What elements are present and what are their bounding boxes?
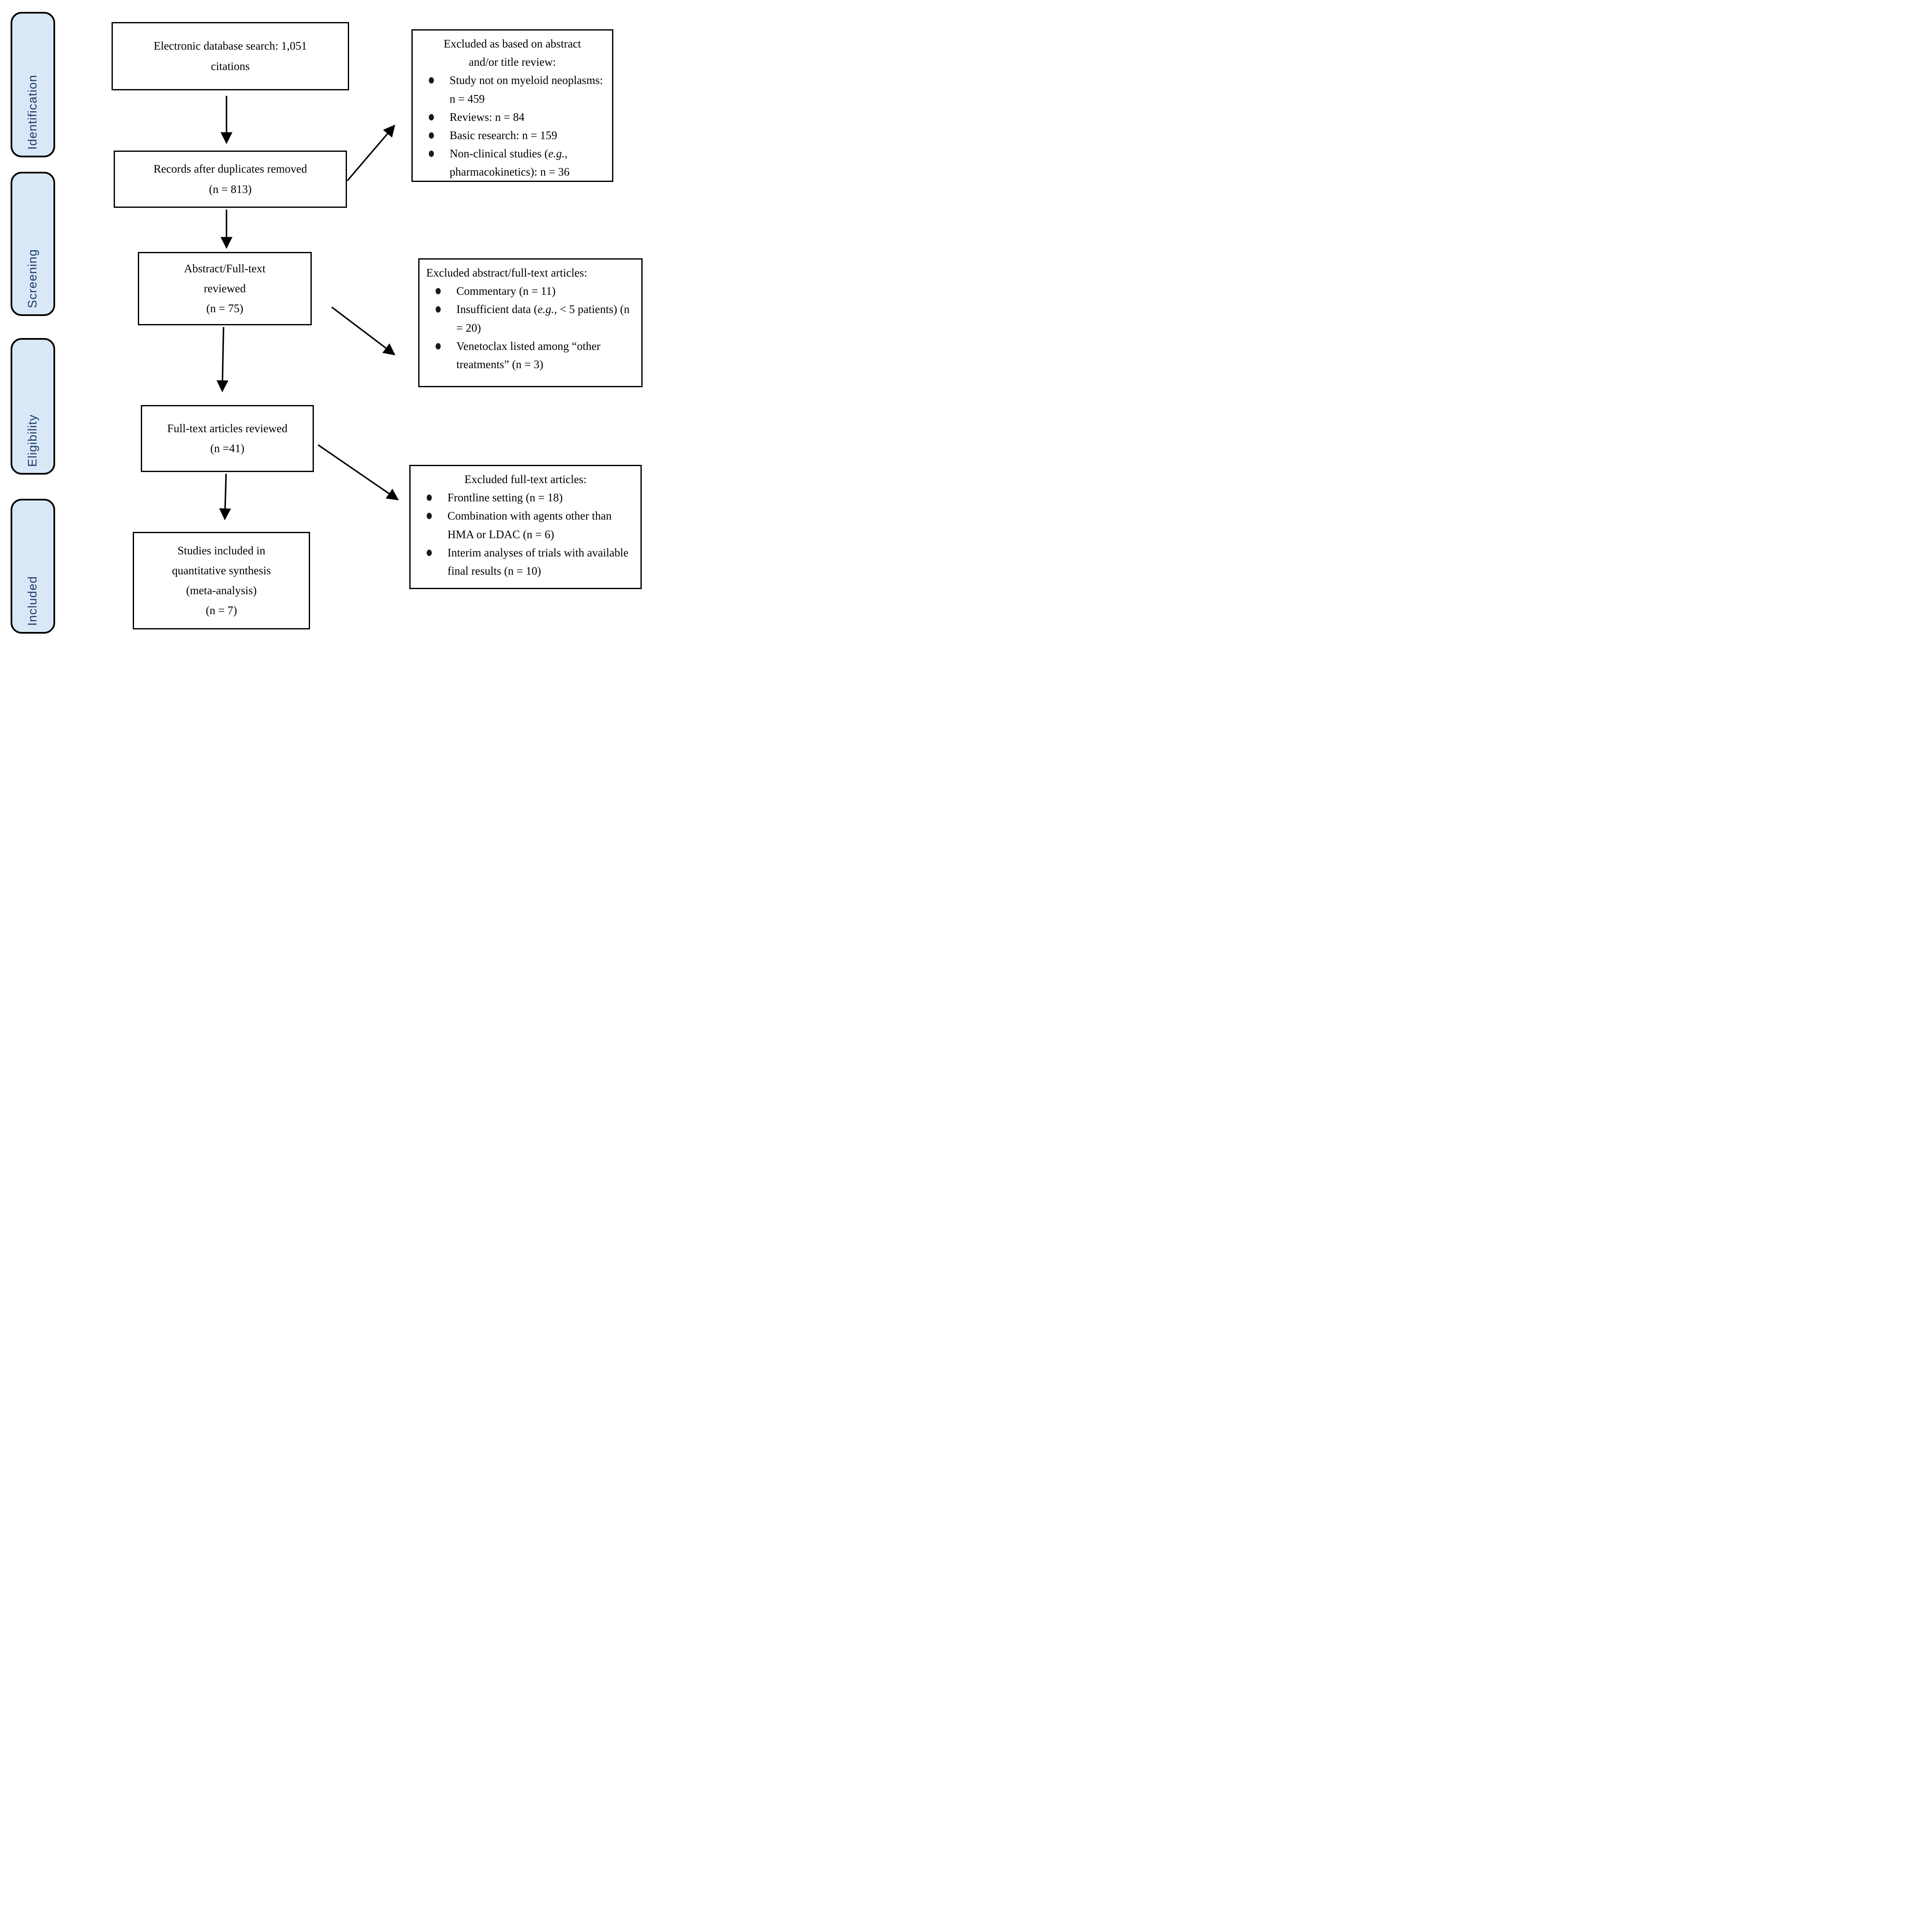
exclusion-item: Insufficient data (e.g., < 5 patients) (… xyxy=(425,300,636,337)
arrow-fulltext-to-exclusion3 xyxy=(318,444,399,500)
exclusion-box-fulltext: Excluded full-text articles: Frontline s… xyxy=(409,465,642,589)
stage-included: Included xyxy=(11,499,55,634)
flow-box-fulltext-reviewed-text: Full-text articles reviewed (n =41) xyxy=(167,422,288,455)
prisma-flow-diagram: Identification Screening Eligibility Inc… xyxy=(0,0,644,636)
flow-box-abstract-fulltext-reviewed: Abstract/Full-text reviewed (n = 75) xyxy=(138,252,312,325)
exclusion-box-abstract-fulltext: Excluded abstract/full-text articles: Co… xyxy=(418,258,643,387)
stage-eligibility-label: Eligibility xyxy=(26,414,39,467)
stage-screening: Screening xyxy=(11,172,55,316)
flow-box-duplicates-removed: Records after duplicates removed (n = 81… xyxy=(114,151,347,208)
exclusion-item: Basic research: n = 159 xyxy=(418,126,607,145)
exclusion-item: Venetoclax listed among “other treatment… xyxy=(425,337,636,374)
flow-box-database-search: Electronic database search: 1,051 citati… xyxy=(112,22,349,90)
flow-box-included-studies: Studies included in quantitative synthes… xyxy=(133,532,310,629)
exclusion-box-fulltext-list: Frontline setting (n = 18)Combination wi… xyxy=(416,489,635,580)
exclusion-box-fulltext-title: Excluded full-text articles: xyxy=(464,473,587,486)
arrow-abstract-to-fulltext xyxy=(216,327,229,392)
flow-box-abstract-fulltext-reviewed-text: Abstract/Full-text reviewed (n = 75) xyxy=(184,262,266,315)
stage-eligibility: Eligibility xyxy=(11,338,55,475)
flow-box-database-search-text: Electronic database search: 1,051 citati… xyxy=(154,39,307,73)
exclusion-box-abstract-fulltext-title: Excluded abstract/full-text articles: xyxy=(426,266,587,279)
stage-screening-label: Screening xyxy=(26,249,39,308)
stage-included-label: Included xyxy=(26,576,39,626)
arrow-abstract-to-exclusion2 xyxy=(331,306,396,355)
flow-box-duplicates-removed-text: Records after duplicates removed (n = 81… xyxy=(153,162,308,196)
arrow-fulltext-to-included xyxy=(219,473,231,520)
exclusion-box-abstract-title-review: Excluded as based on abstract and/or tit… xyxy=(411,29,613,182)
flow-box-included-studies-text: Studies included in quantitative synthes… xyxy=(172,544,271,617)
exclusion-item: Study not on myeloid neoplasms: n = 459 xyxy=(418,71,607,108)
exclusion-item: Non-clinical studies (e.g., pharmacokine… xyxy=(418,145,607,181)
exclusion-item: Commentary (n = 11) xyxy=(425,282,636,300)
stage-identification: Identification xyxy=(11,12,55,157)
stage-identification-label: Identification xyxy=(26,75,39,150)
flow-box-fulltext-reviewed: Full-text articles reviewed (n =41) xyxy=(141,405,314,472)
arrow-duplicates-to-exclusion1 xyxy=(347,124,395,182)
exclusion-box-abstract-fulltext-list: Commentary (n = 11)Insufficient data (e.… xyxy=(425,282,636,374)
exclusion-item: Reviews: n = 84 xyxy=(418,108,607,126)
exclusion-box-abstract-title-review-title: Excluded as based on abstract and/or tit… xyxy=(444,37,581,69)
exclusion-item: Frontline setting (n = 18) xyxy=(416,489,635,507)
exclusion-item: Interim analyses of trials with availabl… xyxy=(416,544,635,580)
exclusion-item: Combination with agents other than HMA o… xyxy=(416,507,635,543)
